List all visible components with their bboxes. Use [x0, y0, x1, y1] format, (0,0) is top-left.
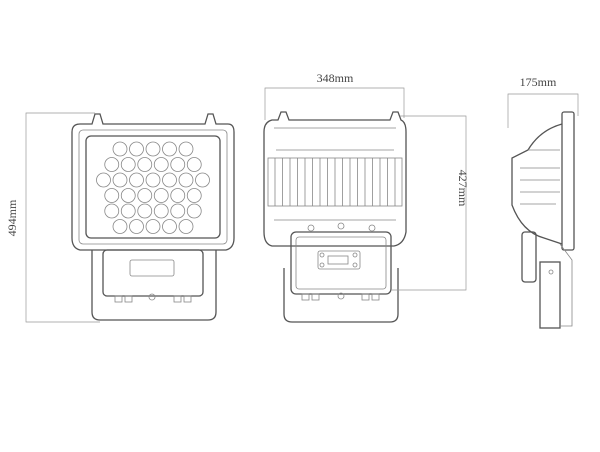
led-lens [162, 172, 177, 188]
back-view: 348mm 427mm [263, 71, 470, 323]
front-cable-glands [114, 293, 192, 303]
led-lens [104, 203, 120, 219]
dimension-label-175: 175mm [520, 75, 557, 89]
front-view: 494mm [5, 112, 235, 323]
control-panel [317, 250, 361, 270]
led-lens [178, 141, 194, 157]
side-bracket-arm [559, 243, 573, 327]
dimension-label-427: 427mm [456, 170, 470, 207]
side-control-box [521, 231, 537, 283]
led-lens [153, 188, 169, 203]
dimension-label-494: 494mm [5, 199, 19, 236]
led-lens [112, 172, 128, 188]
front-housing [71, 113, 235, 251]
heatsink-fins [274, 158, 396, 206]
led-lens [178, 172, 194, 188]
led-lens [162, 219, 177, 234]
led-lens [129, 172, 144, 188]
front-display-window [129, 259, 175, 277]
back-control-box-inner [295, 236, 387, 290]
led-lens [120, 157, 136, 172]
front-frame-inner [78, 129, 228, 245]
led-lens [178, 219, 194, 234]
back-mounting-bracket [283, 268, 399, 323]
side-heatsink-fins [520, 149, 560, 205]
led-lens [186, 188, 202, 203]
back-housing [263, 111, 407, 247]
led-lens [137, 203, 153, 219]
control-display [327, 255, 349, 265]
dimension-line-348 [264, 87, 405, 120]
led-lens [153, 157, 169, 172]
front-lens-panel [85, 135, 221, 239]
led-lens [145, 172, 161, 188]
led-lens [186, 157, 202, 172]
led-lens [104, 157, 120, 172]
dimension-line-175 [507, 93, 579, 128]
led-lens [129, 141, 144, 157]
led-lens [162, 141, 177, 157]
side-reflector-body [511, 123, 563, 245]
led-lens [112, 219, 128, 234]
side-bracket-bolt [548, 269, 554, 275]
dimension-line-494 [25, 112, 100, 323]
dimension-line-427 [392, 115, 467, 291]
back-housing-contours [274, 127, 396, 221]
led-lens [195, 172, 210, 188]
led-lens [145, 219, 161, 234]
led-lens [170, 188, 186, 203]
led-lens [120, 203, 136, 219]
back-control-box [290, 231, 392, 295]
led-lens [96, 172, 111, 188]
side-bracket [539, 261, 561, 329]
led-lens [104, 188, 120, 203]
side-view: 175mm [507, 75, 579, 329]
front-mounting-bracket [91, 250, 217, 321]
led-lens [112, 141, 128, 157]
led-lens [129, 219, 144, 234]
led-lens [186, 203, 202, 219]
led-lens [120, 188, 136, 203]
led-lens [145, 141, 161, 157]
side-front-bezel [561, 111, 575, 251]
led-lens [170, 157, 186, 172]
led-lens [137, 157, 153, 172]
dimension-label-348: 348mm [317, 71, 354, 85]
led-array [96, 141, 210, 234]
led-lens [137, 188, 153, 203]
control-buttons-and-fittings [301, 222, 380, 301]
front-control-box [102, 249, 204, 297]
led-lens [170, 203, 186, 219]
led-lens [153, 203, 169, 219]
